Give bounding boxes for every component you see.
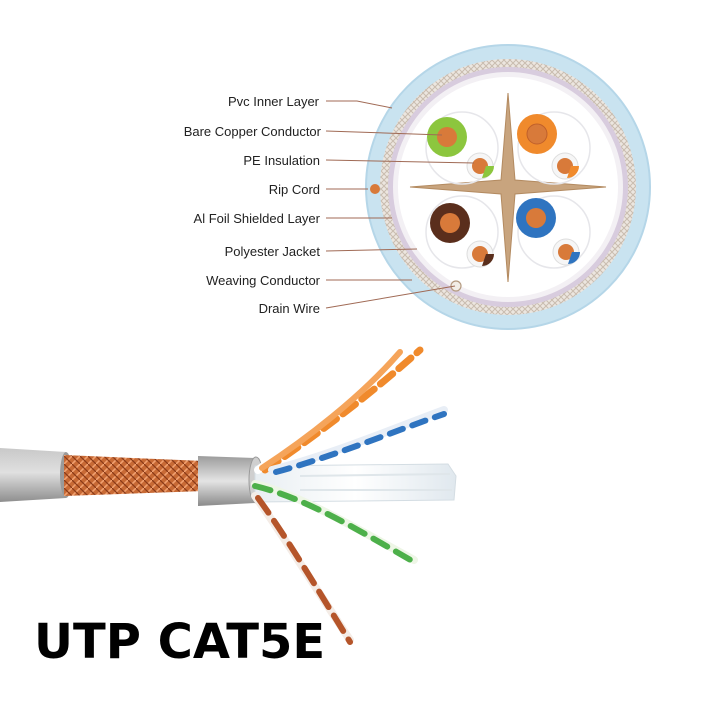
blue-strand	[273, 411, 447, 475]
foil-band	[198, 456, 255, 506]
pair-halo-blue	[517, 195, 591, 269]
leader-bare-copper-conductor	[325, 130, 443, 136]
orange-stripe	[567, 166, 579, 178]
blue-stripe	[568, 252, 580, 264]
leader-pvc-inner-layer	[326, 100, 393, 109]
copper-core	[558, 244, 574, 260]
pair-halo-brown	[425, 195, 499, 269]
label-polyester-jacket: Polyester Jacket	[225, 244, 321, 259]
pair-halo-orange	[517, 111, 591, 185]
green-strand	[252, 483, 417, 565]
label-al-foil-shielded-layer: Al Foil Shielded Layer	[194, 211, 321, 226]
separator-ridges	[299, 473, 452, 491]
label-rip-cord: Rip Cord	[269, 182, 320, 197]
copper-core	[472, 158, 488, 174]
leader-pe-insulation	[325, 159, 475, 164]
copper-core	[472, 246, 488, 262]
label-drain-wire: Drain Wire	[259, 301, 320, 316]
green-stripe	[482, 166, 494, 178]
orange-strand	[261, 346, 424, 474]
label-pvc-inner-layer: Pvc Inner Layer	[228, 94, 320, 109]
outer-gray-jacket	[0, 448, 66, 502]
label-weaving-conductor: Weaving Conductor	[206, 273, 321, 288]
rip-cord	[370, 184, 380, 194]
copper-core	[437, 127, 457, 147]
copper-core	[440, 213, 460, 233]
brown-stripe	[482, 254, 494, 266]
leader-polyester-jacket	[325, 248, 418, 252]
callout-labels: Pvc Inner Layer Bare Copper Conductor PE…	[184, 94, 322, 316]
copper-core	[526, 208, 546, 228]
cross-section	[365, 44, 651, 330]
orange-twist	[259, 349, 403, 471]
cable-illustration	[0, 346, 457, 645]
label-bare-copper-conductor: Bare Copper Conductor	[184, 124, 322, 139]
brown-strand	[255, 495, 353, 645]
copper-braid-shield	[64, 455, 204, 496]
leader-lines	[325, 100, 475, 309]
product-title: UTP CAT5E	[34, 614, 326, 670]
label-pe-insulation: PE Insulation	[243, 153, 320, 168]
pair-halo-green	[425, 111, 499, 185]
copper-core	[557, 158, 573, 174]
copper-core	[526, 123, 548, 145]
leader-drain-wire	[325, 285, 456, 309]
drain-wire	[450, 280, 462, 292]
blue-white-strand	[268, 406, 448, 474]
